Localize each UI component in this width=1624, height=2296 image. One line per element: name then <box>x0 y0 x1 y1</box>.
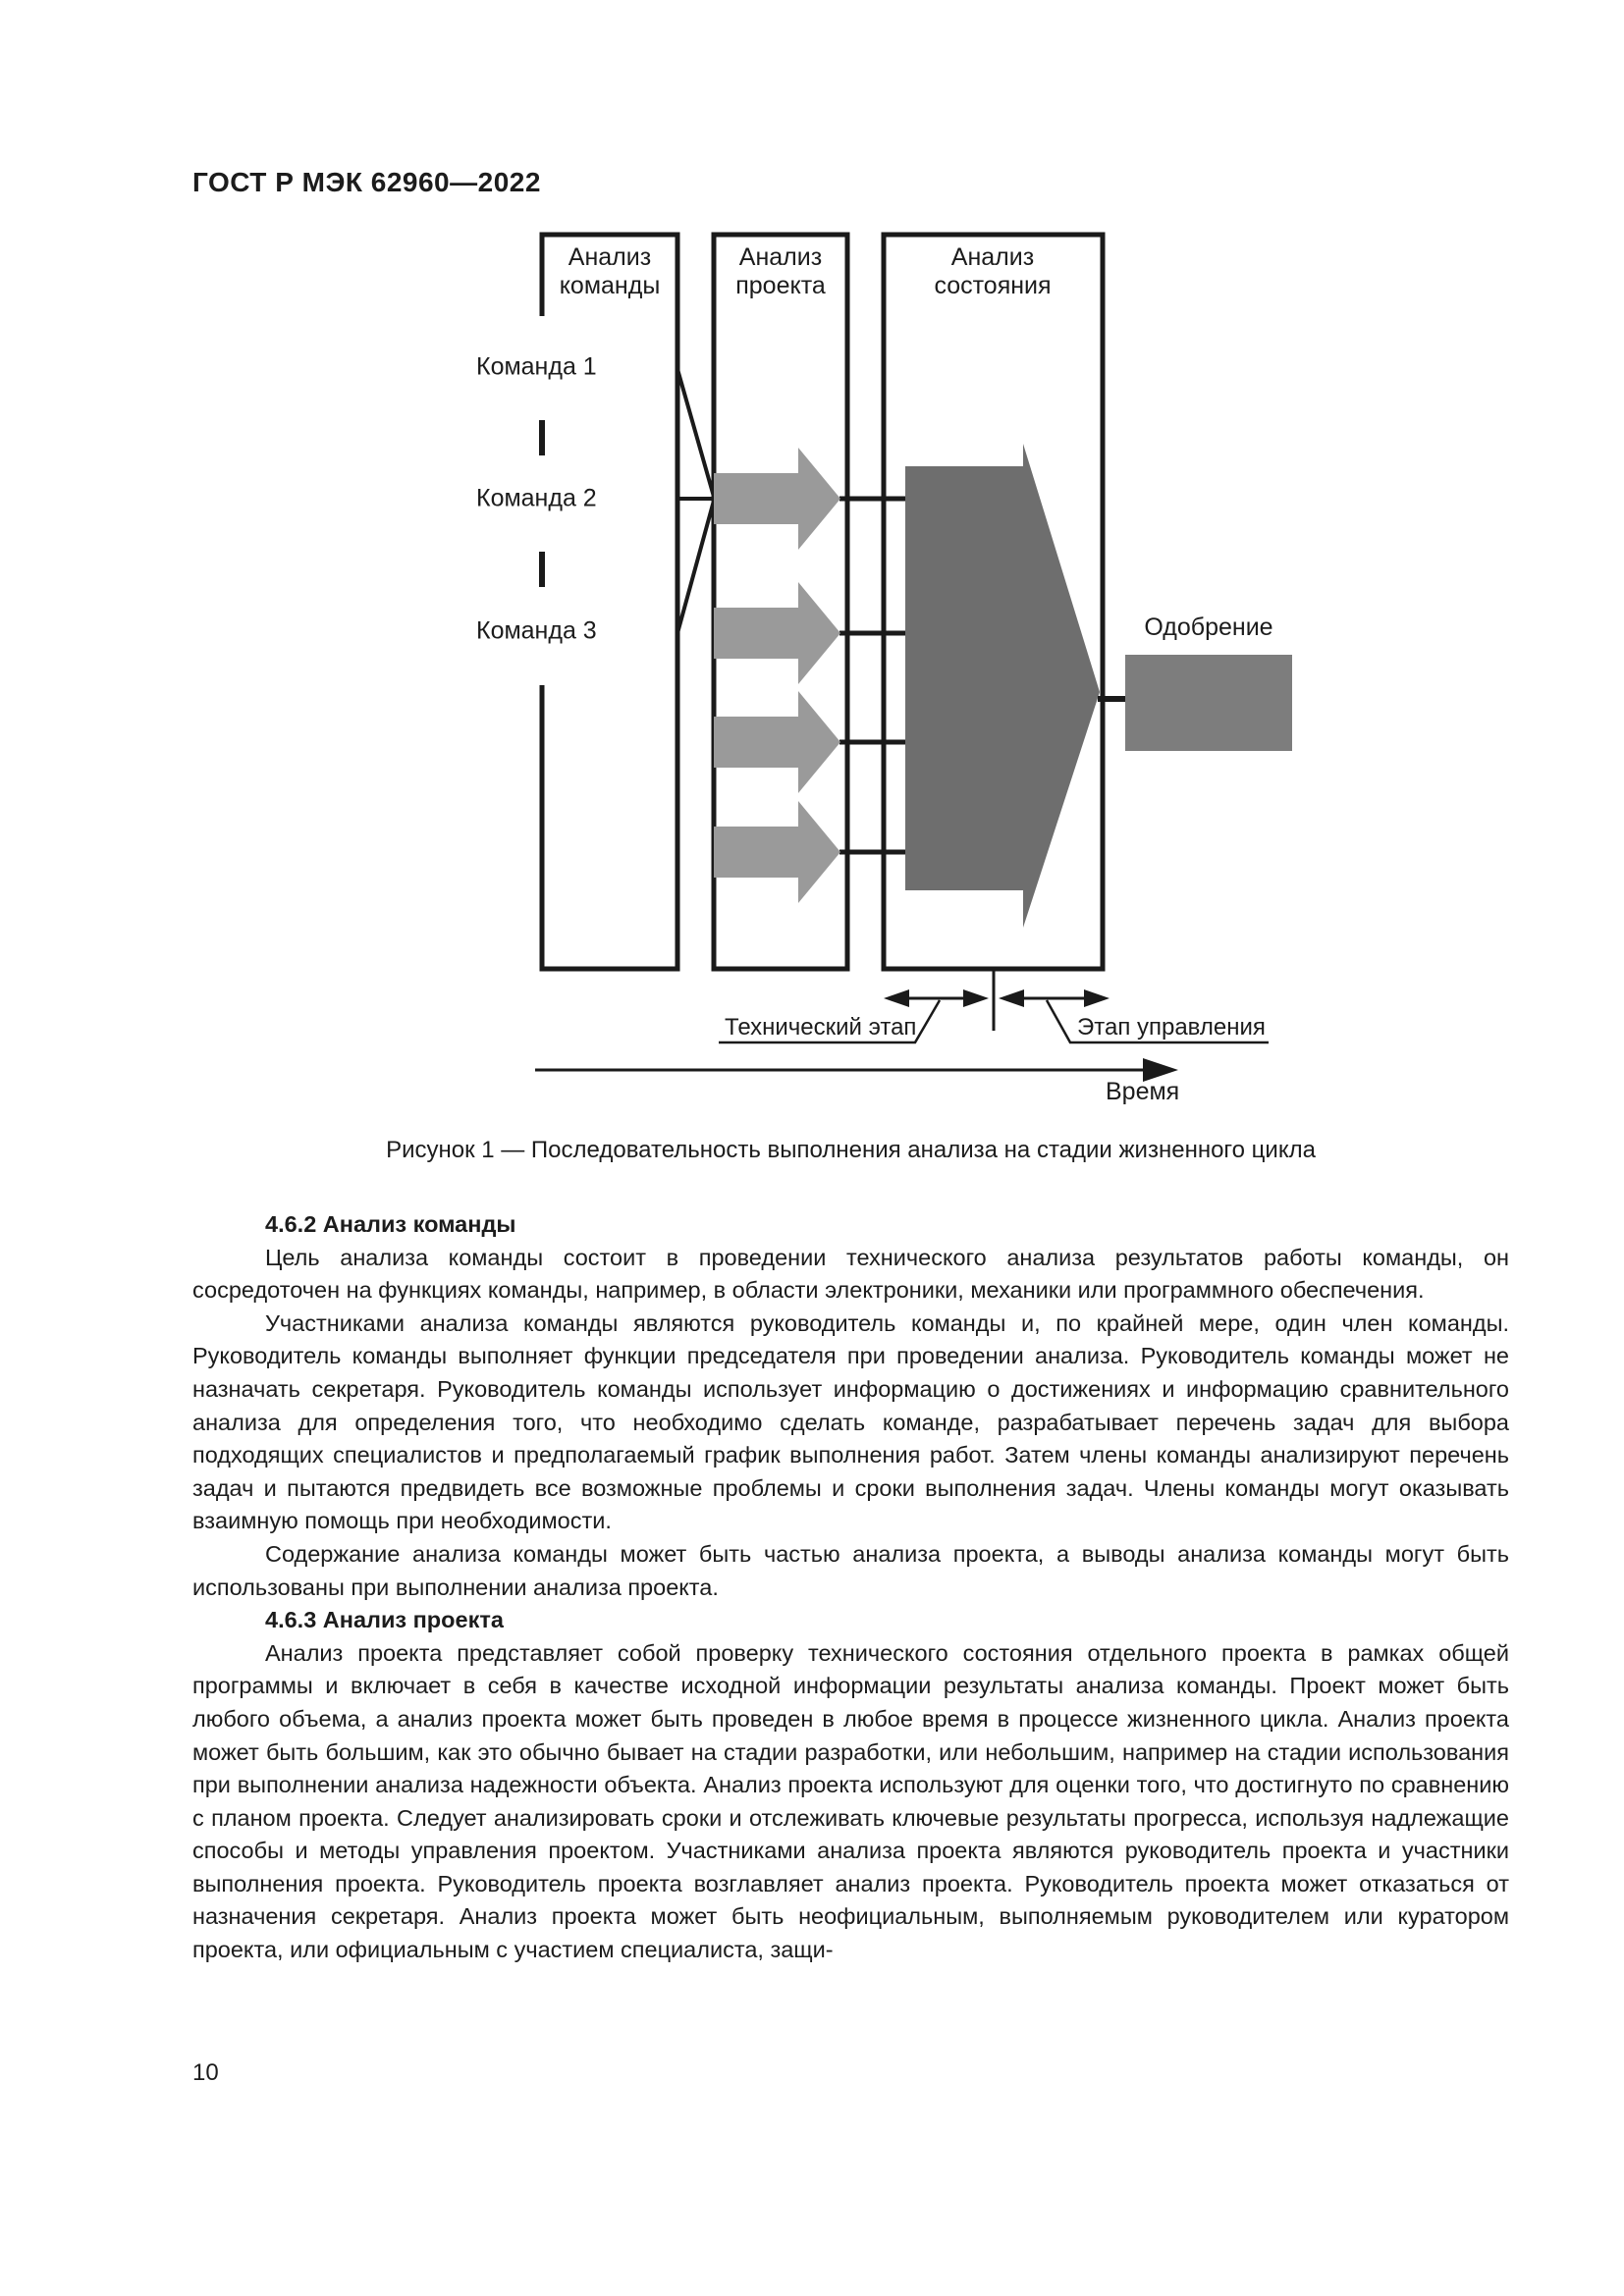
column-label-team-analysis: Анализ команды <box>559 243 661 299</box>
column-label-project-analysis: Анализ проекта <box>735 243 826 299</box>
figure-1-drawing <box>535 232 1292 1082</box>
team-2-label: Команда 2 <box>476 484 597 512</box>
technical-stage-label: Технический этап <box>725 1014 917 1041</box>
paragraph: Содержание анализа команды может быть ча… <box>192 1540 1509 1600</box>
document-body: 4.6.2 Анализ команды Цель анализа команд… <box>192 1208 1509 1967</box>
document-header: ГОСТ Р МЭК 62960—2022 <box>192 167 541 197</box>
section-heading-4-6-2: 4.6.2 Анализ команды <box>265 1211 516 1237</box>
approval-label: Одобрение <box>1144 614 1273 641</box>
team-1-label: Команда 1 <box>476 352 597 381</box>
management-stage-arrowhead-right <box>1084 989 1110 1007</box>
paragraph: Участниками анализа команды являются рук… <box>192 1309 1509 1534</box>
project-review-arrow-2 <box>714 582 840 684</box>
team1-connector-line <box>676 368 716 498</box>
management-stage-label: Этап управления <box>1077 1014 1266 1041</box>
technical-stage-arrowhead-right <box>963 989 989 1007</box>
management-stage-leader <box>1045 999 1269 1044</box>
column-label-status-analysis: Анализ состояния <box>934 243 1052 299</box>
paragraph: Цель анализа команды состоит в проведени… <box>192 1244 1509 1304</box>
technical-stage-arrowhead-left <box>884 989 909 1007</box>
team-analysis-box <box>539 232 680 972</box>
paragraph: Анализ проекта представляет собой провер… <box>192 1639 1509 1963</box>
time-axis-arrowhead <box>1143 1058 1178 1082</box>
section-heading-4-6-3: 4.6.3 Анализ проекта <box>265 1607 504 1633</box>
team3-connector-line <box>676 500 716 634</box>
project-review-arrow-1 <box>714 448 840 550</box>
figure-1: Анализ команды Анализ проекта Анализ сос… <box>386 232 1316 1163</box>
figure-caption: Рисунок 1 — Последовательность выполнени… <box>386 1137 1316 1163</box>
page-number: 10 <box>192 2059 219 2086</box>
project-review-arrow-3 <box>714 691 840 793</box>
status-review-arrow <box>905 444 1100 928</box>
technical-stage-leader <box>719 999 942 1044</box>
project-review-arrow-4 <box>714 801 840 903</box>
management-stage-arrowhead-left <box>999 989 1024 1007</box>
approval-box <box>1125 655 1292 751</box>
time-axis-label: Время <box>1106 1078 1180 1105</box>
team-3-label: Команда 3 <box>476 616 597 645</box>
